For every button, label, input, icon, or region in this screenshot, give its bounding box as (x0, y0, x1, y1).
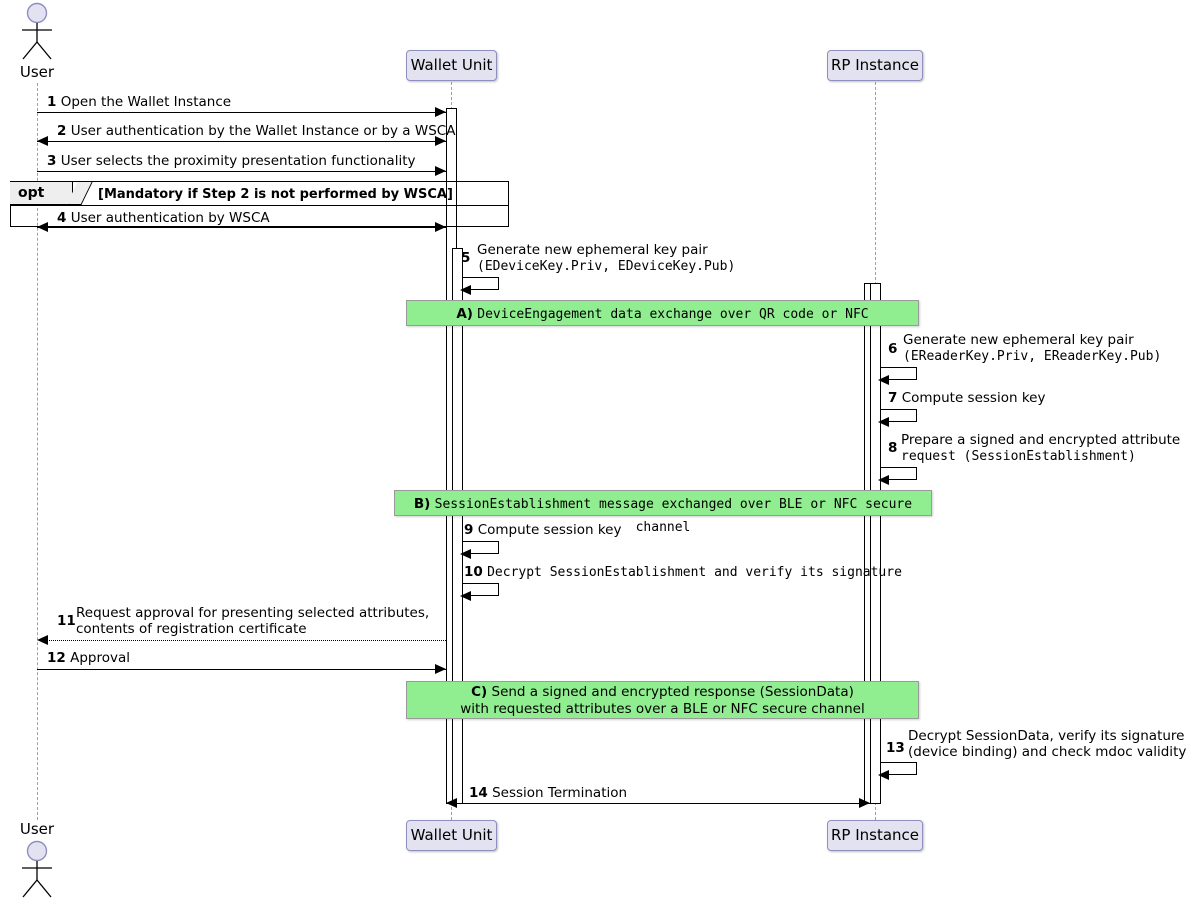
actor-user-bottom-label: User (19, 820, 55, 838)
note-c-text-1: Send a signed and encrypted response (Se… (491, 684, 854, 700)
message-1-text: Open the Wallet Instance (60, 94, 232, 110)
message-13-line-1: Decrypt SessionData, verify its signatur… (908, 728, 1185, 744)
message-4-arrow (37, 227, 446, 228)
message-10-self-loop (463, 583, 499, 596)
message-3-label: 3 User selects the proximity presentatio… (47, 154, 415, 169)
message-11-arrowhead-left (37, 635, 48, 645)
message-11-line-2: contents of registration certificate (76, 621, 307, 637)
message-14-text: Session Termination (492, 785, 628, 801)
message-5-line-1: Generate new ephemeral key pair (477, 242, 708, 258)
note-a-tag: A) (456, 306, 473, 322)
message-7-number: 7 (888, 390, 898, 406)
message-10-number: 10 (464, 564, 483, 580)
actor-user-bottom (16, 840, 58, 898)
note-b-tag: B) (413, 496, 431, 512)
message-3-arrow (37, 171, 446, 172)
participant-wallet-unit-top[interactable]: Wallet Unit (406, 50, 497, 81)
message-14-arrowhead-left (446, 798, 457, 808)
note-c-tag: C) (471, 684, 488, 700)
message-4-number: 4 (57, 210, 67, 226)
message-6-arrowhead-left (878, 375, 889, 385)
message-3-number: 3 (47, 153, 57, 169)
participant-rp-instance-bottom[interactable]: RP Instance (827, 820, 923, 851)
message-1-number: 1 (47, 94, 57, 110)
message-5-line-2: (EDeviceKey.Priv, EDeviceKey.Pub) (477, 259, 736, 274)
actor-user-top (16, 2, 58, 60)
note-c-line-2: with requested attributes over a BLE or … (460, 701, 865, 717)
message-5-number: 5 (461, 250, 471, 266)
message-14-label: 14 Session Termination (469, 786, 627, 801)
message-6-line-1: Generate new ephemeral key pair (903, 332, 1134, 348)
message-10-label: 10 Decrypt SessionEstablishment and veri… (464, 564, 902, 581)
message-8-number: 8 (888, 440, 898, 456)
activation-rp-nested (870, 283, 881, 804)
lifeline-user (37, 83, 38, 820)
participant-rp-instance-top[interactable]: RP Instance (827, 50, 923, 81)
fragment-opt-operator: opt (10, 182, 73, 205)
message-4-arrowhead-left (37, 222, 48, 232)
message-2-arrowhead-left (37, 136, 48, 146)
message-1-arrow (37, 112, 446, 113)
message-8-line-1: Prepare a signed and encrypted attribute (901, 432, 1181, 448)
message-5-self-loop (463, 277, 499, 290)
message-12-number: 12 (47, 650, 66, 666)
message-8-line-2: request (SessionEstablishment) (901, 449, 1136, 464)
message-7-arrowhead-left (878, 417, 889, 427)
message-2-number: 2 (57, 123, 67, 139)
message-3-arrowhead-right (435, 166, 446, 176)
message-12-arrowhead-right (435, 664, 446, 674)
message-11-line-1: Request approval for presenting selected… (76, 605, 430, 621)
message-6-number: 6 (888, 341, 898, 357)
message-2-arrow (37, 141, 446, 142)
message-4-arrowhead-right (435, 222, 446, 232)
message-14-number: 14 (469, 785, 488, 801)
note-a-text: DeviceEngagement data exchange over QR c… (477, 307, 869, 322)
message-9-self-loop (463, 541, 499, 554)
message-7-self-loop (881, 409, 917, 422)
message-6-self-loop (881, 367, 917, 380)
message-12-arrow (37, 669, 446, 670)
message-9-text: Compute session key (477, 522, 622, 538)
fragment-opt-header-divider (11, 205, 508, 206)
message-7-text: Compute session key (901, 390, 1046, 406)
message-2-arrowhead-right (435, 136, 446, 146)
message-7-label: 7 Compute session key (888, 391, 1045, 406)
fragment-opt-guard: [Mandatory if Step 2 is not performed by… (98, 187, 453, 202)
message-3-text: User selects the proximity presentation … (60, 153, 416, 169)
message-2-label: 2 User authentication by the Wallet Inst… (57, 124, 455, 139)
message-13-number: 13 (886, 740, 905, 756)
activation-wallet-nested (452, 248, 463, 804)
message-1-arrowhead-right (435, 107, 446, 117)
note-b-divider: B) SessionEstablishment message exchange… (394, 490, 932, 535)
message-14-arrow (446, 803, 881, 804)
actor-user-top-label: User (19, 63, 55, 81)
note-a-divider: A) DeviceEngagement data exchange over Q… (406, 300, 919, 326)
message-12-text: Approval (70, 650, 130, 666)
message-9-number: 9 (464, 522, 474, 538)
message-9-arrowhead-left (460, 549, 471, 559)
message-12-label: 12 Approval (47, 651, 130, 666)
note-c-line-1: C) Send a signed and encrypted response … (413, 684, 912, 701)
participant-wallet-unit-bottom[interactable]: Wallet Unit (406, 820, 497, 851)
message-11-arrow (46, 640, 446, 641)
message-4-text: User authentication by WSCA (70, 210, 270, 226)
message-9-label: 9 Compute session key (464, 523, 621, 538)
message-4-label: 4 User authentication by WSCA (57, 211, 270, 226)
message-13-line-2: (device binding) and check mdoc validity (908, 744, 1187, 760)
message-2-text: User authentication by the Wallet Instan… (70, 123, 456, 139)
message-10-arrowhead-left (460, 591, 471, 601)
message-14-arrowhead-right (859, 798, 870, 808)
message-10-text: Decrypt SessionEstablishment and verify … (487, 565, 902, 580)
message-1-label: 1 Open the Wallet Instance (47, 95, 231, 110)
message-13-arrowhead-left (878, 770, 889, 780)
message-8-self-loop (881, 467, 917, 480)
note-b-text: SessionEstablishment message exchanged o… (434, 497, 913, 535)
message-5-arrowhead-left (460, 285, 471, 295)
message-6-line-2: (EReaderKey.Priv, EReaderKey.Pub) (903, 349, 1162, 364)
message-13-self-loop (881, 762, 917, 775)
message-11-number: 11 (57, 613, 76, 629)
message-8-arrowhead-left (878, 475, 889, 485)
note-c-divider: C) Send a signed and encrypted response … (406, 681, 919, 719)
